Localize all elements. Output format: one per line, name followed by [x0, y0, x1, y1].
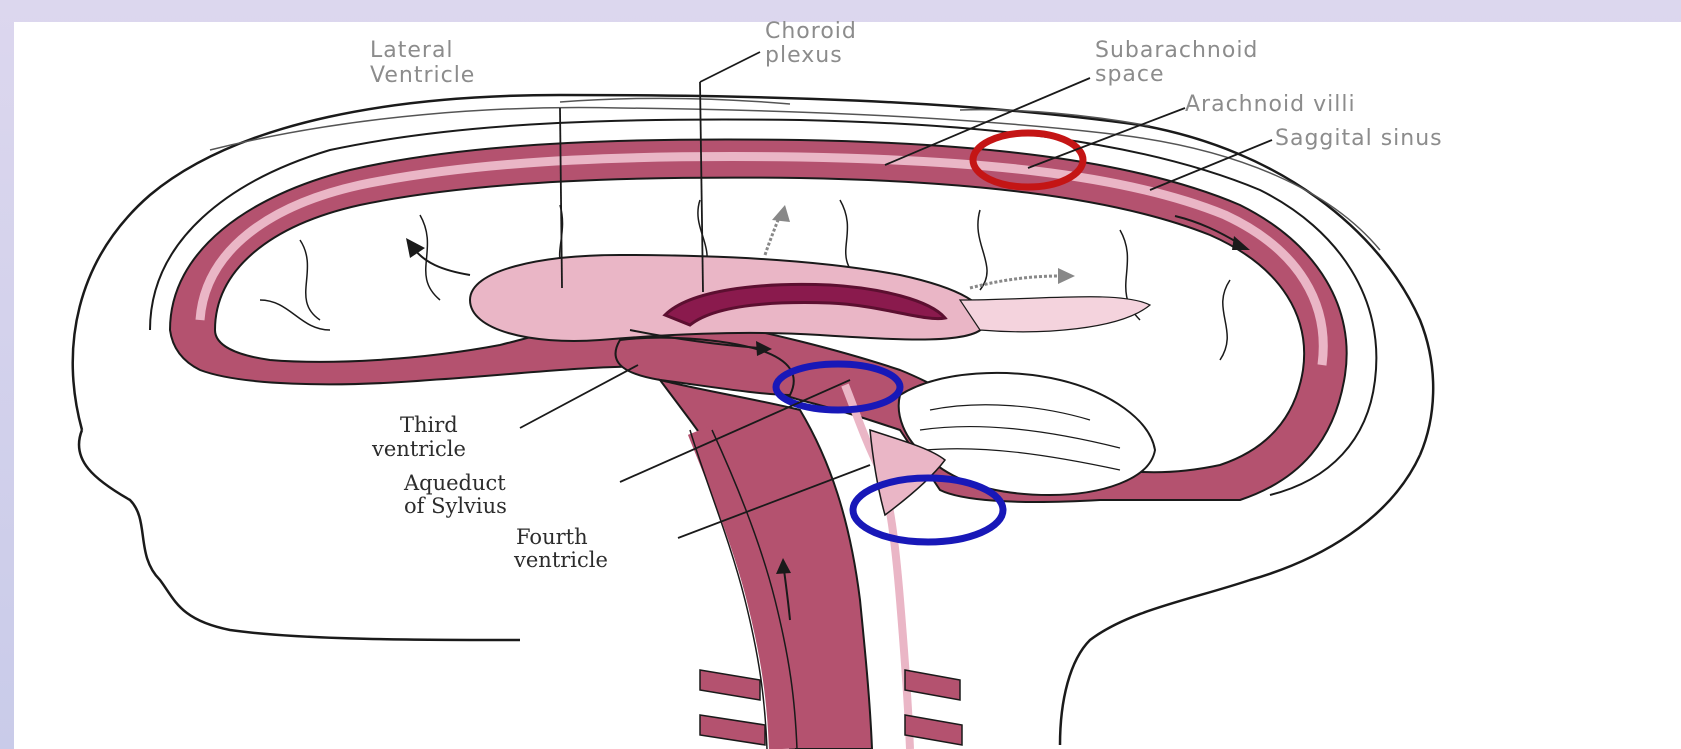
label-fourth-ventricle-line1: Fourth: [516, 525, 588, 549]
label-saggital-sinus: Saggital sinus: [1275, 126, 1443, 151]
label-aqueduct-line2: of Sylvius: [404, 494, 507, 518]
label-aqueduct-line1: Aqueduct: [403, 471, 506, 495]
label-choroid-plexus-line1: Choroid: [765, 19, 857, 44]
label-choroid-plexus-line2: plexus: [765, 43, 843, 68]
label-third-ventricle-line2: ventricle: [371, 437, 466, 461]
label-lateral-ventricle-line1: Lateral: [370, 38, 454, 63]
label-third-ventricle-line1: Third: [400, 413, 458, 437]
hair-line-2: [560, 98, 790, 104]
label-subarachnoid-space-line2: space: [1095, 62, 1165, 87]
fourth-ventricle-highlight-circle: [853, 478, 1003, 542]
label-arachnoid-villi: Arachnoid villi: [1185, 92, 1356, 117]
label-subarachnoid-space-line1: Subarachnoid: [1095, 38, 1258, 63]
face-outline: [79, 430, 520, 640]
label-lateral-ventricle-line2: Ventricle: [370, 63, 475, 88]
label-fourth-ventricle-line2: ventricle: [513, 548, 608, 572]
